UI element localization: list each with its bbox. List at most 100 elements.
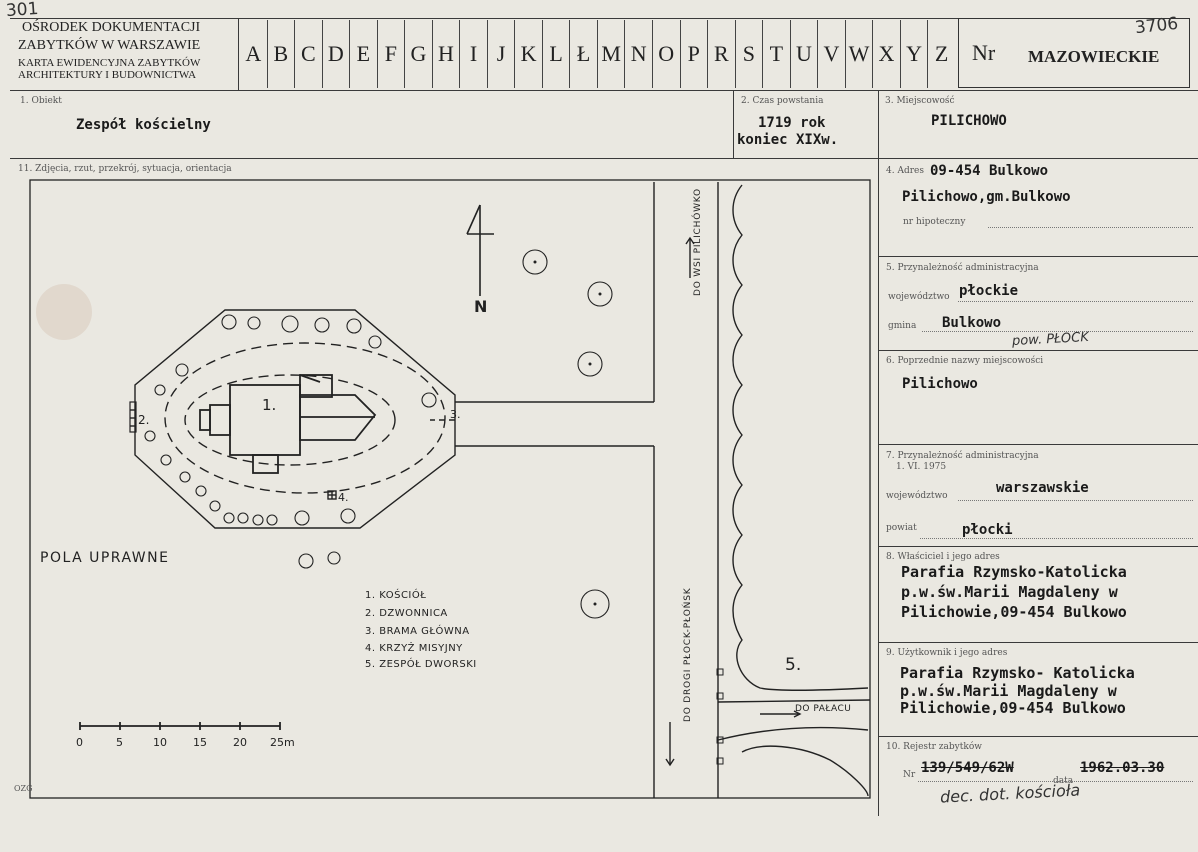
num-church: 1. — [262, 396, 276, 414]
nr-box — [958, 18, 1190, 88]
letter-cell: A — [245, 41, 262, 66]
letter-cell: M — [596, 20, 625, 88]
field-8-value-2: p.w.św.Marii Magdaleny w — [901, 583, 1118, 601]
gate-markers — [716, 668, 724, 765]
letter-cell: E — [349, 20, 377, 88]
field-7-powiat-value: płocki — [962, 522, 1013, 538]
scale-bar — [79, 722, 281, 730]
dotted-line — [920, 538, 1193, 539]
field-4-value-1: 09-454 Bulkowo — [930, 163, 1049, 179]
field-1-value: Zespół kościelny — [76, 117, 211, 133]
field-5-woj-label: województwo — [888, 292, 950, 302]
field-3-value: PILICHOWO — [931, 113, 1007, 129]
letter-cell: F — [376, 20, 405, 88]
plan-frame — [29, 179, 871, 799]
letter-cell: D — [321, 20, 350, 88]
letter-cell: W — [844, 20, 873, 88]
dotted-line — [918, 781, 1193, 782]
letter-cell: Z — [927, 20, 955, 88]
field-3-label: 3. Miejscowość — [885, 96, 955, 106]
org-line-1: OŚRODEK DOKUMENTACJI — [22, 20, 201, 35]
field-2-value-2: koniec XIXw. — [737, 132, 839, 148]
field-8-value-1: Parafia Rzymsko-Katolicka — [901, 563, 1127, 581]
letter-cell: Y — [899, 20, 928, 88]
letter-cell: N — [624, 20, 652, 88]
direction-arrow — [665, 236, 802, 767]
org-line-2: ZABYTKÓW w WARSZAWIE — [18, 38, 201, 53]
field-5-gmina-label: gmina — [888, 321, 917, 331]
field-6-label: 6. Poprzednie nazwy miejscowości — [886, 356, 1044, 366]
field-8-label: 8. Właściciel i jego adres — [886, 552, 1000, 562]
scale-tick: 5 — [116, 736, 123, 749]
rule — [878, 256, 1198, 258]
field-4-sub: nr hipoteczny — [903, 217, 966, 227]
rule — [878, 546, 1198, 548]
num-cross: 4. — [338, 491, 349, 504]
dotted-line — [922, 331, 1193, 332]
dotted-line — [958, 500, 1193, 501]
rule — [878, 444, 1198, 446]
field-6-value: Pilichowo — [902, 376, 978, 392]
num-belfry: 2. — [138, 413, 149, 427]
field-2-label: 2. Czas powstania — [741, 96, 824, 106]
letter-cell: X — [872, 20, 900, 88]
rule — [878, 350, 1198, 352]
org-line-3: KARTA EWIDENCYJNA ZABYTKÓW — [18, 57, 201, 69]
letter-cell: S — [734, 20, 763, 88]
field-5-woj-value: płockie — [959, 283, 1019, 299]
dotted-line — [958, 301, 1193, 302]
rule — [733, 90, 735, 158]
letter-cell: K — [514, 20, 542, 88]
letter-cell: G — [404, 20, 432, 88]
church-building — [199, 374, 377, 474]
path-dashed — [184, 374, 396, 466]
rule — [10, 158, 1198, 160]
rule — [878, 90, 880, 816]
fields-label: POLA UPRAWNE — [40, 550, 169, 566]
palace-road — [717, 699, 871, 703]
to-palace-label: DO PAŁACU — [795, 704, 851, 714]
legend-item: 1. KOŚCIÓŁ — [365, 590, 427, 601]
field-10-nr: 139/549/62W — [921, 760, 1014, 776]
nr-label: Nr — [972, 40, 996, 65]
legend-item: 4. KRZYŻ MISYJNY — [365, 643, 463, 654]
letter-cell: I — [459, 20, 487, 88]
legend-item: 5. ZESPÓŁ DWORSKI — [365, 659, 477, 670]
letter-cell: L — [541, 20, 570, 88]
belfry — [129, 401, 137, 433]
trees — [144, 314, 437, 526]
field-7-woj-label: województwo — [886, 491, 948, 501]
letter-cell: Ł — [569, 20, 597, 88]
field-4-value-2: Pilichowo,gm.Bulkowo — [902, 189, 1071, 205]
index-letters: A B C D E F G H I J K L Ł M N O P R S T … — [240, 20, 955, 88]
letter-cell: J — [486, 20, 515, 88]
region-name: MAZOWIECKIE — [1028, 47, 1160, 66]
field-9-value-2: p.w.św.Marii Magdaleny w — [900, 682, 1117, 700]
field-9-value-3: Pilichowie,09-454 Bulkowo — [900, 699, 1126, 717]
letter-cell: H — [431, 20, 460, 88]
north-arrow — [466, 204, 494, 296]
field-4-label: 4. Adres — [886, 166, 924, 176]
manor-boundary — [732, 184, 869, 691]
field-10-date: 1962.03.30 — [1080, 760, 1165, 776]
legend-item: 2. DZWONNICA — [365, 608, 448, 619]
field-7-powiat-label: powiat — [886, 523, 917, 533]
letter-cell: O — [651, 20, 680, 88]
path-dashed — [164, 342, 446, 494]
letter-cell: U — [789, 20, 818, 88]
palace-road — [717, 726, 869, 741]
scale-tick: 10 — [153, 736, 167, 749]
rule — [10, 18, 958, 20]
field-7-label: 7. Przynależność administracyjna — [886, 451, 1039, 461]
letter-cell: P — [679, 20, 708, 88]
field-9-label: 9. Użytkownik i jego adres — [886, 648, 1008, 658]
letter-cell: V — [817, 20, 845, 88]
scale-tick: 20 — [233, 736, 247, 749]
north-label: N — [474, 297, 487, 316]
letter-cell: R — [707, 20, 735, 88]
field-7-woj-value: warszawskie — [996, 480, 1089, 496]
field-8-value-3: Pilichowie,09-454 Bulkowo — [901, 603, 1127, 621]
field-5-label: 5. Przynależność administracyjna — [886, 263, 1039, 273]
org-line-4: ARCHITEKTURY I BUDOWNICTWA — [18, 69, 197, 81]
